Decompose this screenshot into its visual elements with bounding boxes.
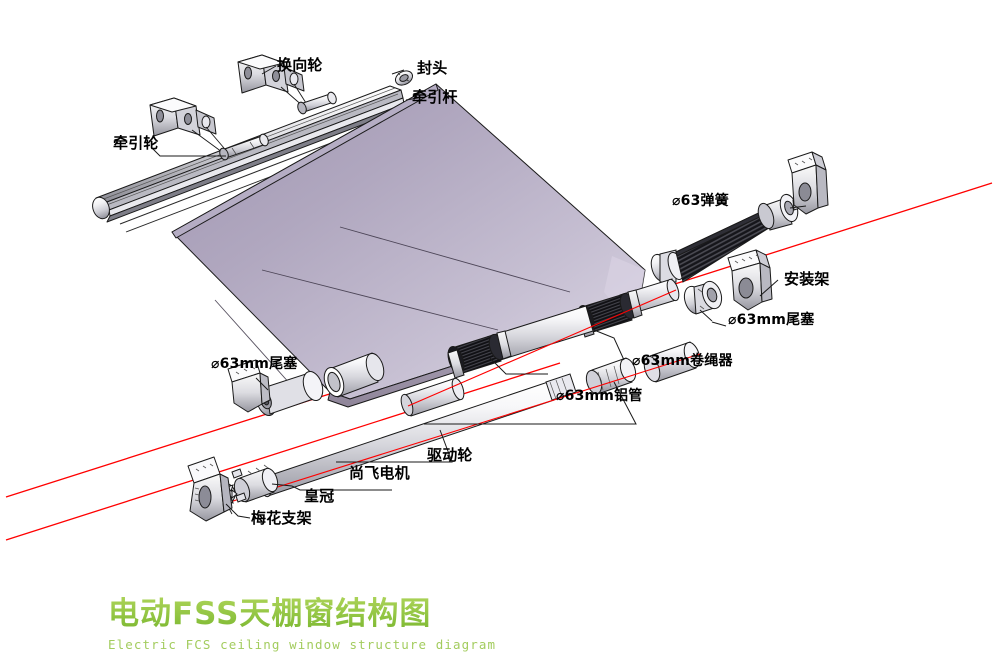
label-reversing-wheel: 换向轮 <box>277 56 323 74</box>
label-traction-rod: 牵引杆 <box>412 88 458 106</box>
label-end-head: 封头 <box>417 59 448 77</box>
label-traction-wheel: 牵引轮 <box>113 134 159 152</box>
label-spring: ⌀63弹簧 <box>672 193 729 209</box>
label-motor: 尚飞电机 <box>349 464 410 482</box>
title-block: 电动FSS天棚窗结构图 Electric FCS ceiling window … <box>108 588 496 652</box>
label-aluminum-tube: ⌀63mm铝管 <box>556 388 643 404</box>
label-rope-winder: ⌀63mm卷绳器 <box>632 353 733 369</box>
label-end-plug-left: ⌀63mm尾塞 <box>211 356 298 372</box>
page-subtitle: Electric FCS ceiling window structure di… <box>108 637 497 652</box>
page-title: 电动FSS天棚窗结构图 <box>108 588 496 633</box>
label-end-plug-right: ⌀63mm尾塞 <box>728 312 815 328</box>
label-crown: 皇冠 <box>304 487 335 505</box>
label-mounting-bracket: 安装架 <box>784 270 830 288</box>
label-drive-wheel: 驱动轮 <box>427 446 473 464</box>
label-plum-bracket: 梅花支架 <box>251 509 312 527</box>
